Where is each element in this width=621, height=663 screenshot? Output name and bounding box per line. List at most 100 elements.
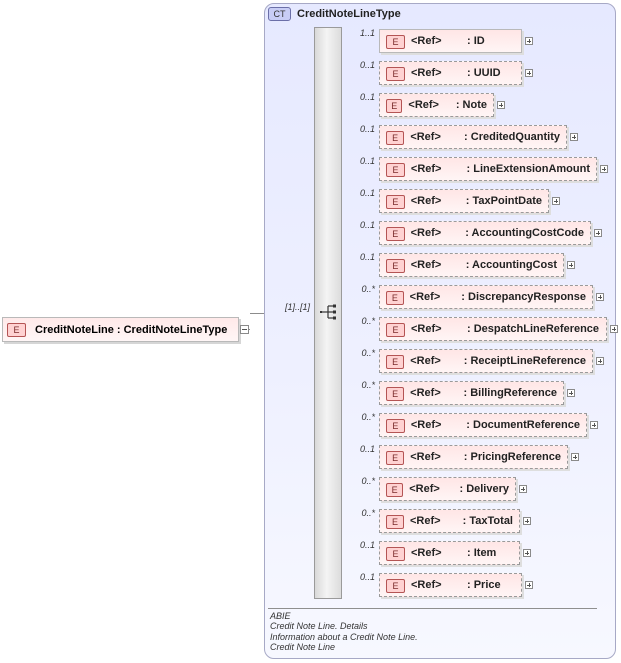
element-name: : DocumentReference: [466, 419, 580, 431]
element-name: : ID: [467, 35, 485, 47]
child-element-box[interactable]: E <Ref> : DocumentReference: [379, 413, 587, 437]
ref-label: <Ref>: [410, 419, 442, 431]
ref-label: <Ref>: [409, 483, 440, 495]
expand-icon[interactable]: [610, 325, 618, 333]
annotation-divider: [268, 608, 597, 609]
ref-label: <Ref>: [410, 163, 442, 175]
annotation-line: ABIE: [270, 611, 291, 621]
expand-icon[interactable]: [567, 261, 575, 269]
expand-icon[interactable]: [596, 293, 604, 301]
child-element-box[interactable]: E<Ref>: UUID: [379, 61, 522, 85]
complex-type-header: CT CreditNoteLineType: [268, 7, 401, 21]
ref-label: <Ref>: [410, 355, 441, 367]
complex-type-badge-icon: CT: [268, 7, 291, 21]
element-badge-icon: E: [386, 291, 404, 305]
root-element-box[interactable]: E CreditNoteLine : CreditNoteLineType: [2, 317, 239, 342]
child-element-box[interactable]: E<Ref>: DiscrepancyResponse: [379, 285, 593, 309]
ref-label: <Ref>: [411, 35, 442, 47]
annotation-line: Credit Note Line. Details: [270, 621, 368, 632]
element-badge-icon: E: [386, 387, 405, 401]
child-element-box[interactable]: E <Ref> : LineExtensionAmount: [379, 157, 597, 181]
expand-icon[interactable]: [525, 69, 533, 77]
element-name: : DiscrepancyResponse: [461, 291, 586, 303]
child-element-box[interactable]: E<Ref>: AccountingCostCode: [379, 221, 591, 245]
child-element-box[interactable]: E<Ref>: AccountingCost: [379, 253, 564, 277]
element-badge-icon: E: [386, 515, 404, 529]
expand-icon[interactable]: [523, 549, 531, 557]
expand-icon[interactable]: [590, 421, 598, 429]
child-element-box[interactable]: E<Ref>: Price: [379, 573, 522, 597]
child-element-box[interactable]: E <Ref> : Item: [379, 541, 520, 565]
occurrence-label: 0..*: [361, 284, 375, 294]
element-badge-icon: E: [386, 99, 403, 113]
element-name: : AccountingCostCode: [465, 227, 584, 239]
collapse-icon[interactable]: [240, 325, 249, 334]
element-name: : LineExtensionAmount: [466, 163, 590, 175]
child-element-box[interactable]: E <Ref> : Note: [379, 93, 494, 117]
element-badge-icon: E: [386, 579, 405, 593]
occurrence-label: 0..*: [361, 476, 375, 486]
child-element-box[interactable]: E <Ref> : Delivery: [379, 477, 516, 501]
ref-label: <Ref>: [410, 259, 442, 271]
element-name: : Note: [455, 99, 487, 111]
expand-icon[interactable]: [600, 165, 608, 173]
expand-icon[interactable]: [519, 485, 527, 493]
child-element-box[interactable]: E<Ref>: TaxPointDate: [379, 189, 549, 213]
element-name: : PricingReference: [463, 451, 561, 463]
ref-label: <Ref>: [410, 131, 441, 143]
ref-label: <Ref>: [408, 99, 439, 111]
occurrence-label: 0..1: [359, 188, 375, 198]
child-element-box[interactable]: E<Ref>: ReceiptLineReference: [379, 349, 593, 373]
expand-icon[interactable]: [525, 581, 533, 589]
root-element-label: CreditNoteLine : CreditNoteLineType: [35, 323, 228, 336]
occurrence-label: 0..1: [359, 92, 375, 102]
annotation-line: Credit Note Line: [270, 641, 336, 652]
occurrence-label: 0..1: [359, 124, 375, 134]
expand-icon[interactable]: [570, 133, 578, 141]
ref-label: <Ref>: [410, 195, 442, 207]
occurrence-label: 0..1: [359, 60, 375, 70]
occurrence-label: 1..1: [359, 28, 375, 38]
element-badge-icon: E: [386, 131, 405, 145]
element-badge-icon: E: [386, 323, 405, 337]
child-element-box[interactable]: E <Ref> : ID: [379, 29, 522, 53]
child-element-box[interactable]: E<Ref>: TaxTotal: [379, 509, 520, 533]
element-name: : Item: [467, 547, 497, 559]
element-name: : DespatchLineReference: [467, 323, 600, 335]
child-element-box[interactable]: E<Ref>: PricingReference: [379, 445, 568, 469]
expand-icon[interactable]: [497, 101, 505, 109]
element-badge-icon: E: [386, 355, 405, 369]
root-occurrence: [1]..[1]: [285, 302, 311, 312]
ref-label: <Ref>: [411, 323, 442, 335]
element-badge-icon: E: [386, 67, 405, 81]
child-element-box[interactable]: E<Ref>: CreditedQuantity: [379, 125, 567, 149]
child-element-box[interactable]: E<Ref>: BillingReference: [379, 381, 564, 405]
occurrence-label: 0..*: [361, 412, 375, 422]
child-element-box[interactable]: E <Ref> : DespatchLineReference: [379, 317, 607, 341]
element-name: : BillingReference: [463, 387, 557, 399]
element-name: : UUID: [467, 67, 501, 79]
occurrence-label: 0..*: [361, 380, 375, 390]
expand-icon[interactable]: [567, 389, 575, 397]
annotation-line: Information about a Credit Note Line.: [270, 631, 418, 642]
element-badge-icon: E: [386, 35, 405, 49]
element-name: : AccountingCost: [465, 259, 557, 271]
element-badge-icon: E: [386, 163, 405, 177]
expand-icon[interactable]: [552, 197, 560, 205]
ref-label: <Ref>: [411, 547, 442, 559]
element-badge-icon: E: [386, 451, 405, 465]
element-badge-icon: E: [386, 419, 405, 433]
expand-icon[interactable]: [571, 453, 579, 461]
expand-icon[interactable]: [523, 517, 531, 525]
element-badge-icon: E: [386, 483, 404, 497]
element-badge-icon: E: [386, 547, 405, 561]
element-badge-icon: E: [7, 322, 26, 337]
element-name: : Delivery: [459, 483, 509, 495]
element-badge-icon: E: [386, 195, 405, 209]
occurrence-label: 0..1: [359, 444, 375, 454]
complex-type-title: CreditNoteLineType: [297, 8, 401, 20]
expand-icon[interactable]: [594, 229, 602, 237]
ref-label: <Ref>: [411, 579, 442, 591]
expand-icon[interactable]: [596, 357, 604, 365]
expand-icon[interactable]: [525, 37, 533, 45]
